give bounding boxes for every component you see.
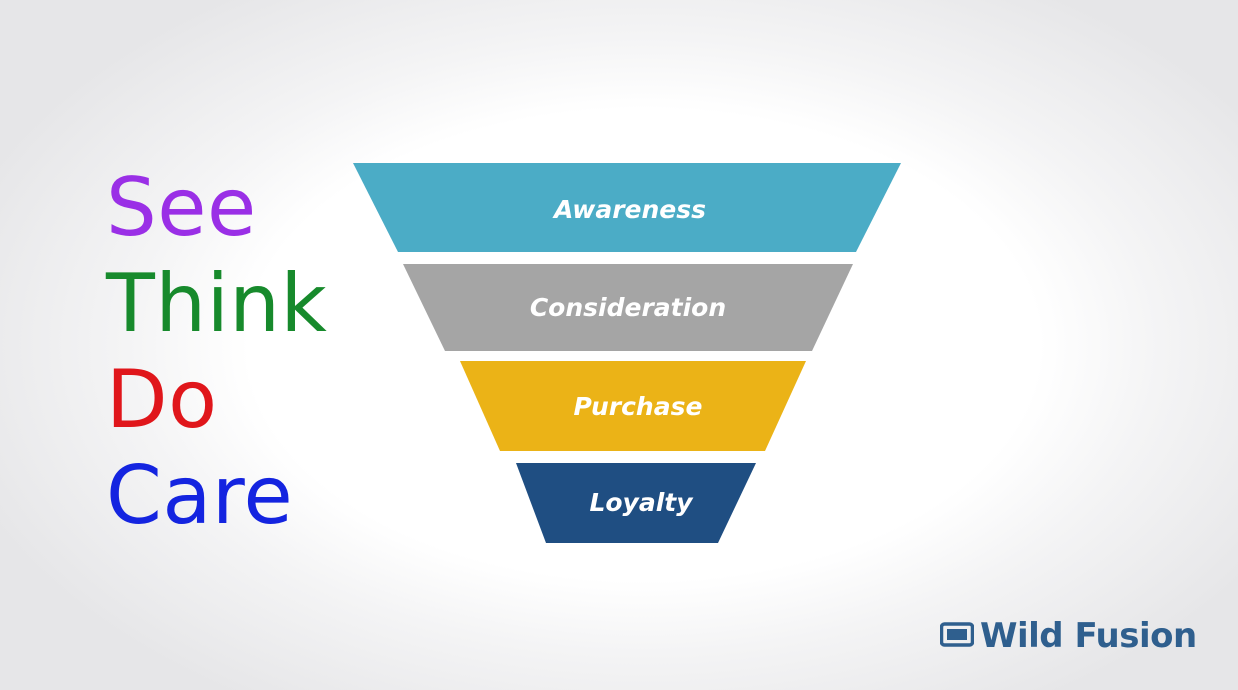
stage-words: See Think Do Care	[106, 160, 366, 544]
funnel-band-purchase	[460, 361, 806, 451]
funnel-stage-awareness: Awareness	[353, 163, 901, 252]
funnel-label-loyalty: Loyalty	[589, 488, 694, 517]
word-think: Think	[106, 257, 328, 350]
funnel-label-purchase: Purchase	[574, 392, 703, 421]
funnel-band-loyalty	[516, 463, 756, 543]
logo-wordmark: Wild Fusion	[980, 616, 1197, 656]
funnel-stage-loyalty: Loyalty	[516, 463, 756, 543]
wild-fusion-logo: Wild Fusion	[940, 612, 1220, 672]
funnel-stage-purchase: Purchase	[460, 361, 806, 451]
screen-icon	[940, 622, 974, 647]
funnel-band-awareness	[353, 163, 901, 252]
word-care: Care	[106, 449, 294, 542]
word-do: Do	[106, 353, 218, 446]
funnel-stage-consideration: Consideration	[403, 264, 853, 351]
funnel-label-awareness: Awareness	[552, 195, 706, 224]
funnel-label-consideration: Consideration	[530, 293, 726, 322]
funnel-band-consideration	[403, 264, 853, 351]
word-see: See	[106, 161, 257, 254]
